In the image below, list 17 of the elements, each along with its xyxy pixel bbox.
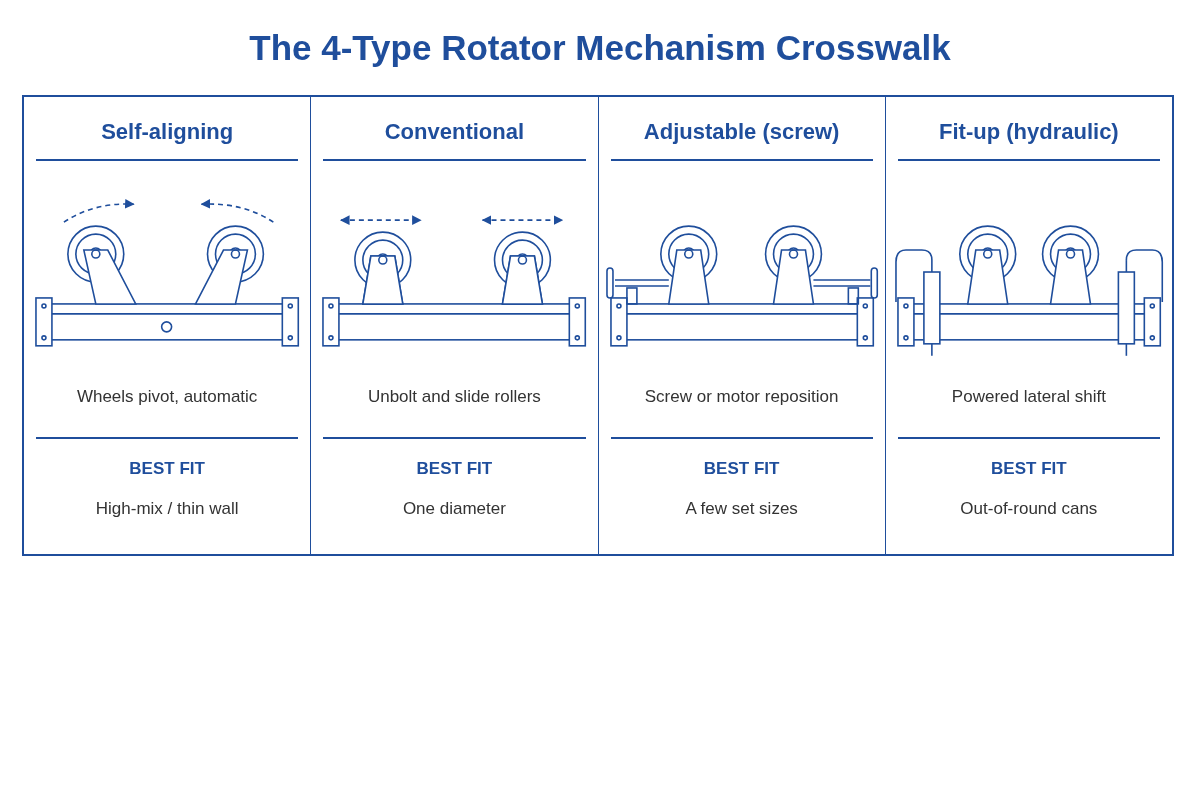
column-heading: Adjustable (screw) <box>642 119 841 145</box>
description-text: Screw or motor reposition <box>643 387 840 407</box>
column-heading: Conventional <box>383 119 526 145</box>
best-fit-text: A few set sizes <box>684 499 799 519</box>
description-text: Powered lateral shift <box>950 387 1107 407</box>
description-text: Wheels pivot, automatic <box>75 387 259 407</box>
column-heading: Self-aligning <box>100 119 235 145</box>
title: The 4-Type Rotator Mechanism Crosswalk <box>248 28 952 68</box>
column-heading: Fit-up (hydraulic) <box>938 119 1120 145</box>
best-fit-text: One diameter <box>401 499 507 519</box>
description-text: Unbolt and slide rollers <box>366 387 542 407</box>
best-fit-text: Out-of-round cans <box>959 499 1099 519</box>
row-heading: BEST FIT <box>128 459 206 479</box>
row-heading: BEST FIT <box>415 459 494 479</box>
row-heading: BEST FIT <box>702 459 781 479</box>
best-fit-text: High-mix / thin wall <box>94 499 240 519</box>
row-heading: BEST FIT <box>990 459 1068 479</box>
